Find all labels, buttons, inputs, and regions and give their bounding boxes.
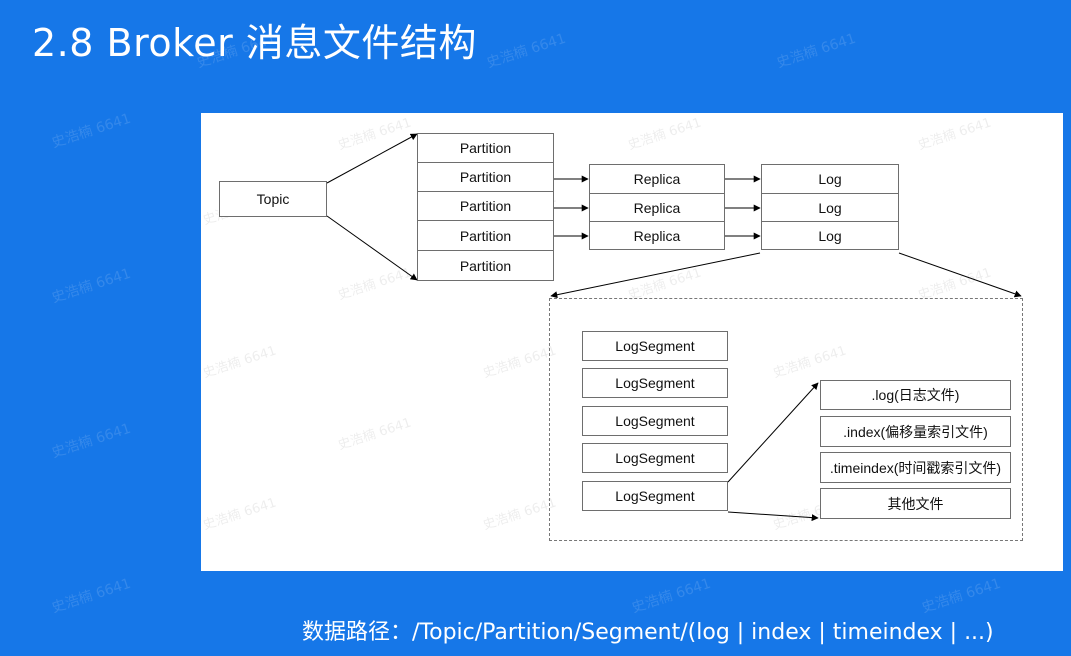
topic-box: Topic [219,181,327,217]
partition-box: Partition [417,191,554,221]
log-box: Log [761,193,899,222]
slide-title: 2.8 Broker 消息文件结构 [32,21,477,65]
file-box: .timeindex(时间戳索引文件) [820,452,1011,483]
segment-container [549,298,1023,541]
connector-arrows [326,133,1022,522]
watermark: 史浩楠 6641 [484,30,568,72]
watermark: 史浩楠 6641 [919,575,1003,617]
replica-box: Replica [589,193,725,222]
partition-box: Partition [417,220,554,251]
data-path-caption: 数据路径：/Topic/Partition/Segment/(log | ind… [302,620,994,645]
watermark: 史浩楠 6641 [49,110,133,152]
log-segment-box: LogSegment [582,368,728,398]
replica-box: Replica [589,221,725,250]
log-segment-box: LogSegment [582,331,728,361]
watermark: 史浩楠 6641 [629,575,713,617]
partition-box: Partition [417,133,554,163]
log-segment-box: LogSegment [582,481,728,511]
partition-box: Partition [417,162,554,192]
log-box: Log [761,221,899,250]
replica-box: Replica [589,164,725,194]
log-segment-box: LogSegment [582,443,728,473]
partition-box: Partition [417,250,554,281]
file-box: 其他文件 [820,488,1011,519]
file-box: .index(偏移量索引文件) [820,416,1011,447]
watermark: 史浩楠 6641 [49,420,133,462]
diagram-canvas: 史浩楠 6641 史浩楠 6641 史浩楠 6641 史浩楠 6641 史浩楠 … [201,113,1063,571]
log-box: Log [761,164,899,194]
watermark: 史浩楠 6641 [774,30,858,72]
file-box: .log(日志文件) [820,380,1011,410]
watermark: 史浩楠 6641 [49,265,133,307]
watermark: 史浩楠 6641 [49,575,133,617]
log-segment-box: LogSegment [582,406,728,436]
